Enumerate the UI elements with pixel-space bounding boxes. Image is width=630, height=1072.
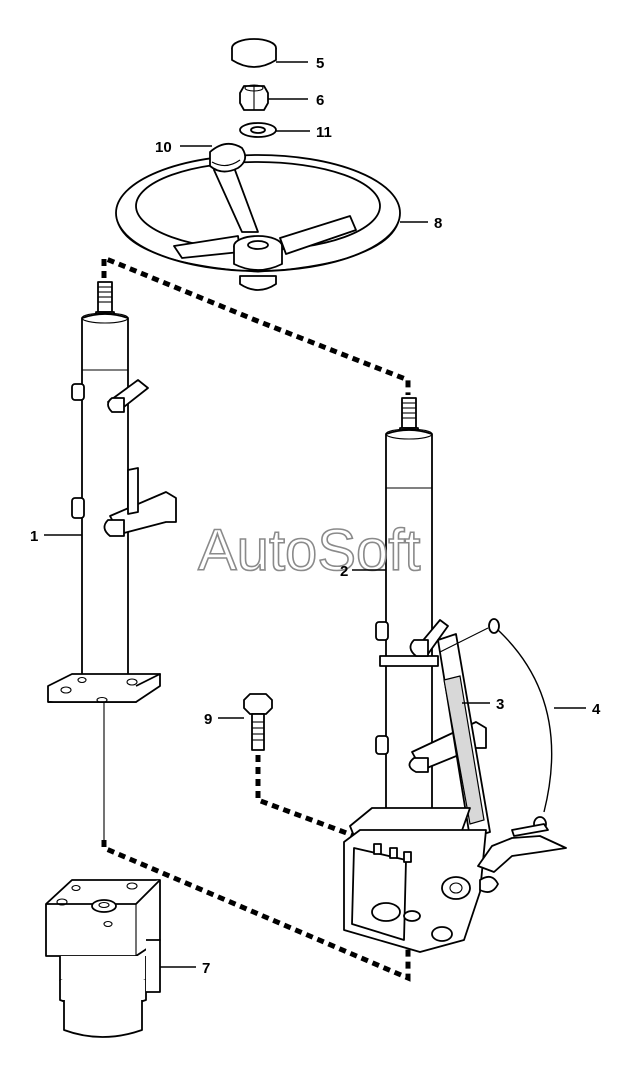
callout-3: 3 bbox=[496, 696, 504, 713]
callout-1: 1 bbox=[30, 528, 38, 545]
callout-8: 8 bbox=[434, 215, 442, 232]
part-cap bbox=[231, 38, 277, 68]
callout-4: 4 bbox=[592, 701, 601, 718]
callout-5: 5 bbox=[316, 55, 324, 72]
assembly-guide-lines bbox=[101, 254, 411, 982]
callouts: 5 6 11 10 8 1 2 3 4 9 7 bbox=[30, 55, 601, 977]
callout-7: 7 bbox=[202, 960, 210, 977]
part-knob bbox=[209, 142, 247, 173]
callout-11: 11 bbox=[316, 124, 332, 141]
part-nut bbox=[239, 84, 269, 111]
watermark-text: AutoSoft bbox=[198, 518, 420, 583]
part-steering-unit bbox=[45, 879, 161, 1038]
part-gas-spring bbox=[437, 633, 491, 839]
callout-2: 2 bbox=[340, 563, 348, 580]
callout-10: 10 bbox=[155, 139, 172, 156]
callout-9: 9 bbox=[204, 711, 212, 728]
part-steering-wheel bbox=[115, 154, 401, 291]
part-steering-column-2 bbox=[375, 397, 487, 821]
part-tilt-base bbox=[343, 807, 567, 953]
part-washer bbox=[239, 122, 277, 138]
part-bolt bbox=[243, 693, 273, 751]
callout-6: 6 bbox=[316, 92, 324, 109]
part-steering-column-1 bbox=[47, 281, 177, 840]
